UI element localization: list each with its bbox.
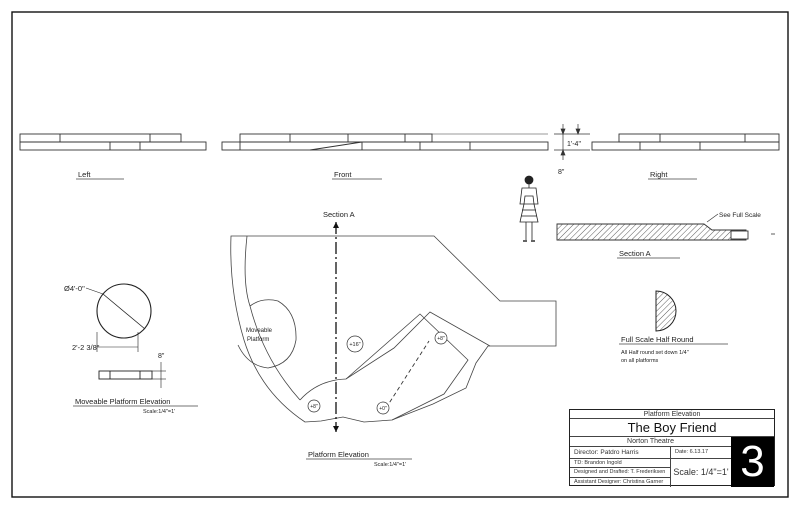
elev-16-text: +16" [349, 342, 360, 348]
sheet-border [11, 11, 789, 498]
scale-text: Scale: 1/4"=1' [673, 467, 729, 477]
height-dim-text: 1'-4" [567, 141, 581, 148]
half-round-title: Full Scale Half Round [621, 335, 694, 344]
moveable-platform-elevation [98, 362, 166, 388]
half-round-detail [655, 290, 677, 332]
designer: Designed and Drafted: T. Frederiksen [570, 468, 671, 478]
assistant-designer: Assistant Designer: Christina Garner [570, 478, 671, 487]
moveable-platform-circle [85, 283, 152, 352]
platform-elevation-title: Platform Elevation [308, 450, 369, 459]
elevation-marker-8a [434, 331, 448, 345]
title-block: Platform Elevation The Boy Friend Norton… [569, 409, 775, 487]
half-round-note-2: on all platforms [621, 358, 659, 364]
section-a-detail [556, 213, 775, 241]
moveable-platform-label-2: Platform [247, 337, 269, 343]
left-elevation [19, 133, 207, 151]
left-view-label: Left [78, 170, 91, 179]
platform-elevation-scale: Scale:1/4"=1' [374, 462, 406, 468]
right-elevation [591, 133, 780, 151]
section-arrow-top [333, 222, 339, 228]
title-block-header: Platform Elevation [570, 410, 774, 419]
front-elevation [221, 133, 549, 151]
see-full-scale-note: See Full Scale [719, 212, 761, 219]
elevation-marker-0 [376, 401, 390, 415]
director: Director: Patdro Harris [570, 447, 671, 459]
section-a-top-label: Section A [323, 210, 355, 219]
height-dimension [554, 124, 590, 160]
scale-figure [519, 175, 539, 242]
date: Date: 6.13.17 [671, 447, 731, 459]
elev-8a-text: +8" [437, 336, 445, 342]
technical-director: TD: Brandon Ingold [570, 459, 671, 468]
right-view-label: Right [650, 170, 668, 179]
show-title: The Boy Friend [570, 419, 774, 437]
elevation-marker-16 [346, 335, 364, 353]
moveable-height-dim: 8" [158, 353, 165, 360]
step-dim-text: 8" [558, 169, 565, 176]
platform-plan [230, 222, 557, 432]
elev-8b-text: +8" [310, 404, 318, 410]
moveable-elevation-title: Moveable Platform Elevation [75, 397, 170, 406]
front-view-label: Front [334, 170, 352, 179]
half-round-note-1: All Half round set down 1/4" [621, 350, 689, 356]
elev-0-text: +0" [379, 406, 387, 412]
moveable-platform-label-1: Moveable [246, 328, 273, 334]
moveable-elevation-scale: Scale:1/4"=1' [143, 409, 175, 415]
elevation-marker-8b [307, 399, 321, 413]
venue: Norton Theatre [570, 437, 731, 447]
width-dim: 2'-2 3/8" [72, 343, 100, 352]
sheet-number: 3 [731, 437, 774, 487]
diameter-dim: Ø4'-0" [64, 284, 85, 293]
section-arrow-bottom [333, 426, 339, 432]
section-a-label: Section A [619, 249, 651, 258]
